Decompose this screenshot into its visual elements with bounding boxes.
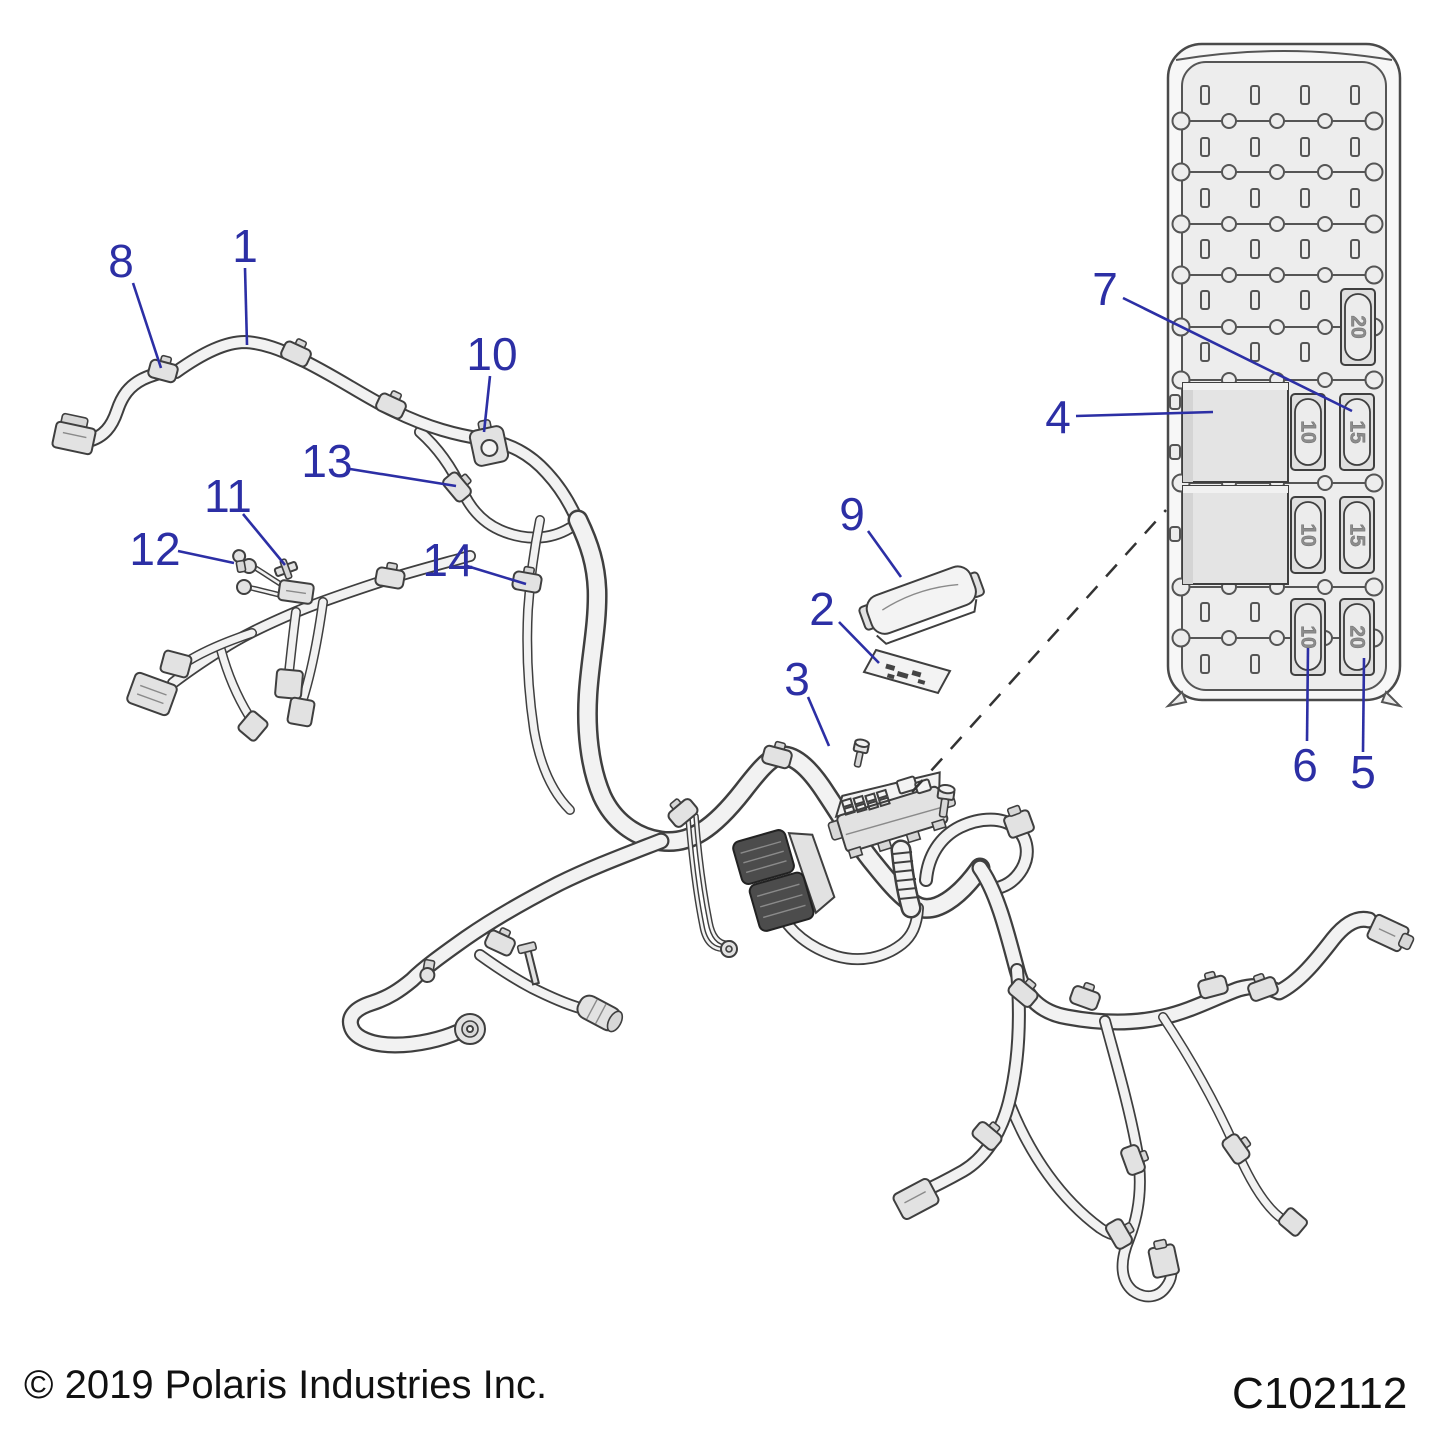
sensor-bolt	[419, 958, 436, 984]
callout-line-6	[1305, 647, 1310, 742]
clamp-hook-1	[1118, 1140, 1153, 1178]
connector-right-end	[1366, 913, 1415, 953]
connector-ear-loop	[1003, 804, 1035, 839]
callout-12: 12	[129, 523, 180, 575]
inset-leader-dashed-line	[911, 509, 1167, 793]
fuse-label-row1-10: 10	[1297, 420, 1320, 443]
relay-box-2	[1182, 485, 1289, 585]
bottom-loop-tube	[1009, 1102, 1131, 1235]
callout-line-11	[241, 513, 287, 566]
parallel-wire-vertical	[527, 520, 570, 810]
callout-line-8	[131, 282, 163, 369]
twin-relay-connectors	[732, 829, 836, 932]
connector-cluster-4	[159, 649, 193, 679]
ring-terminal-1	[236, 579, 252, 595]
callout-line-12	[177, 549, 235, 565]
callout-line-1	[243, 267, 249, 346]
cluster-branch-3	[221, 650, 249, 716]
right-trunk-tube	[980, 868, 1369, 1022]
callout-line-10	[482, 375, 492, 433]
callout-6: 6	[1292, 739, 1318, 791]
clamp-cluster	[373, 559, 408, 591]
left-down-branch	[918, 970, 1019, 1194]
fuse-label-row1-15: 15	[1346, 420, 1369, 444]
clip-item-14	[510, 563, 545, 595]
connector-top-left	[51, 412, 97, 456]
fuse-label-bottom-20: 20	[1346, 625, 1369, 648]
connector-cluster-3	[237, 710, 269, 742]
callout-2: 2	[809, 583, 835, 635]
connector-cluster-2	[286, 696, 316, 728]
copyright-text: © 2019 Polaris Industries Inc.	[24, 1363, 547, 1407]
fuse-box-cover	[858, 565, 985, 645]
fuse-decal	[862, 648, 952, 695]
bolt-fuse-block	[936, 784, 956, 818]
clamp-right-2	[1067, 978, 1105, 1013]
fuse-panel-inset: 20 10 15 10 15 10 20	[1164, 42, 1404, 708]
callout-line-9	[866, 530, 903, 578]
callout-11: 11	[204, 470, 252, 522]
connector-right-down-end	[1278, 1207, 1308, 1237]
connector-bottom-left-end	[892, 1178, 940, 1220]
harness-drawing	[51, 333, 1415, 1296]
bracket-stake	[516, 941, 541, 986]
callout-line-7	[1122, 296, 1353, 413]
corrugation-ribs	[892, 851, 920, 900]
cluster-branch-2	[303, 602, 323, 699]
callout-1: 1	[232, 220, 258, 272]
callout-3: 3	[784, 653, 810, 705]
callout-4: 4	[1045, 391, 1071, 443]
connector-item-10	[468, 419, 510, 467]
connector-cluster-5	[277, 579, 315, 605]
fuse-label-row2-15: 15	[1346, 523, 1369, 547]
right-down-branch	[1163, 1017, 1284, 1220]
callout-14: 14	[422, 534, 473, 586]
ring-terminal-3-hole	[725, 945, 733, 953]
callout-13: 13	[301, 435, 352, 487]
push-pin-item-12	[232, 549, 247, 574]
callout-8: 8	[108, 235, 134, 287]
fuse-label-bottom-10: 10	[1297, 625, 1320, 648]
callout-line-14	[466, 564, 527, 586]
callout-numbers: 1 2 3 4 5 6 7 8 9 10 11 12 13 14	[108, 220, 1376, 798]
callout-9: 9	[839, 488, 865, 540]
callout-line-13	[349, 467, 457, 488]
screw-item-3	[852, 738, 870, 768]
connector-hook-end	[1147, 1238, 1180, 1279]
cluster-branch-1	[289, 612, 296, 672]
callout-line-4	[1075, 410, 1214, 418]
inset-tab-bottom-right	[1380, 690, 1404, 708]
callout-5: 5	[1350, 746, 1376, 798]
callout-10: 10	[466, 328, 517, 380]
callout-line-5	[1361, 657, 1366, 753]
reference-code: C102112	[1232, 1369, 1407, 1418]
inset-top-bevel	[1175, 50, 1393, 61]
inset-left-notches	[1169, 394, 1181, 542]
connector-round	[454, 1013, 486, 1045]
connector-cylinder	[576, 994, 624, 1033]
callout-lines	[131, 267, 1366, 753]
callout-line-2	[838, 621, 880, 664]
fuse-label-row2-10: 10	[1297, 523, 1320, 546]
callout-7: 7	[1092, 263, 1118, 315]
relay-box-1	[1182, 382, 1289, 483]
fuse-label-top-20: 20	[1347, 315, 1370, 338]
inset-tab-bottom-left	[1164, 690, 1188, 708]
callout-line-3	[806, 696, 831, 747]
connector-cluster-end	[126, 671, 178, 717]
connector-cluster-1	[274, 668, 304, 700]
corrugated-drop-tube	[893, 850, 919, 908]
